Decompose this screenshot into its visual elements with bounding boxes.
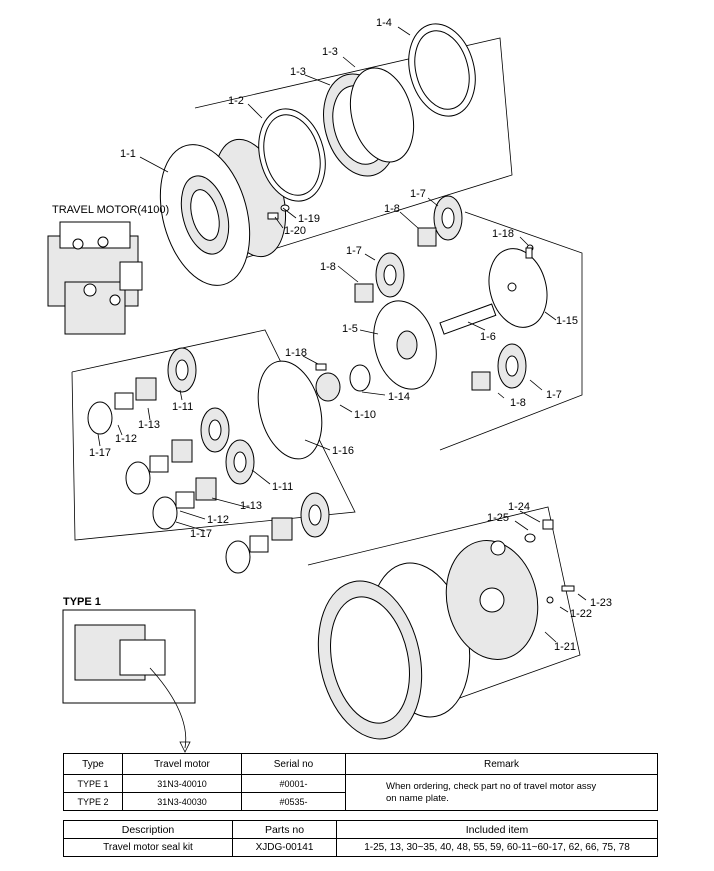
serial-cell: #0001- bbox=[241, 774, 346, 793]
part-label: 1-13 bbox=[240, 500, 262, 512]
part-label: 1-1 bbox=[120, 148, 136, 160]
bearing-1-3 bbox=[323, 67, 415, 177]
type-table-header: Serial no bbox=[241, 753, 346, 775]
part-label: 1-13 bbox=[138, 419, 160, 431]
part-label: 1-15 bbox=[556, 315, 578, 327]
part-label: 1-21 bbox=[554, 641, 576, 653]
kit-parts-no-cell: XJDG-00141 bbox=[232, 838, 337, 857]
leader-lines bbox=[97, 26, 587, 643]
part-label: 1-24 bbox=[508, 501, 530, 513]
middle-group-frame bbox=[439, 211, 583, 451]
part-label: 1-3 bbox=[290, 66, 306, 78]
type-cell: TYPE 1 bbox=[63, 774, 123, 793]
remark-line: on name plate. bbox=[386, 792, 449, 804]
part-label: 1-17 bbox=[89, 447, 111, 459]
type1-inset bbox=[62, 609, 196, 753]
kit-table-header: Parts no bbox=[232, 820, 337, 839]
part-label: 1-11 bbox=[172, 401, 193, 413]
part-label: 1-18 bbox=[285, 347, 307, 359]
motor-cell: 31N3-40010 bbox=[122, 774, 242, 793]
type-table: Type Travel motor Serial no Remark TYPE … bbox=[63, 753, 658, 811]
kit-table-header: Description bbox=[63, 820, 233, 839]
part-label: 1-8 bbox=[320, 261, 336, 273]
remark-line: When ordering, check part no of travel m… bbox=[386, 780, 597, 792]
part-label: 1-11 bbox=[272, 481, 293, 493]
type-cell: TYPE 2 bbox=[63, 792, 123, 811]
part-label: 1-14 bbox=[388, 391, 410, 403]
part-label: 1-16 bbox=[332, 445, 354, 457]
part-label: 1-8 bbox=[384, 203, 400, 215]
part-label: 1-7 bbox=[346, 245, 362, 257]
type-table-header: Type bbox=[63, 753, 123, 775]
part-label: 1-20 bbox=[284, 225, 306, 237]
part-label: 1-2 bbox=[228, 95, 244, 107]
gear-set-middle bbox=[354, 195, 548, 391]
part-label: 1-19 bbox=[298, 213, 320, 225]
part-label: 1-7 bbox=[410, 188, 426, 200]
motor-cell: 31N3-40030 bbox=[122, 792, 242, 811]
kit-included-cell: 1-25, 13, 30~35, 40, 48, 55, 59, 60-11~6… bbox=[336, 838, 658, 857]
part-label: 1-12 bbox=[207, 514, 229, 526]
remark-cell: When ordering, check part no of travel m… bbox=[345, 774, 658, 811]
part-label: 1-12 bbox=[115, 433, 137, 445]
type-table-header: Travel motor bbox=[122, 753, 242, 775]
type1-caption: TYPE 1 bbox=[63, 596, 101, 608]
travel-motor-caption: TRAVEL MOTOR(4100) bbox=[52, 204, 169, 216]
part-label: 1-3 bbox=[322, 46, 338, 58]
part-label: 1-4 bbox=[376, 17, 392, 29]
part-label: 1-6 bbox=[480, 331, 496, 343]
part-label: 1-10 bbox=[354, 409, 376, 421]
left-group-frame bbox=[71, 329, 356, 541]
seal-kit-table: Description Parts no Included item Trave… bbox=[63, 820, 658, 857]
kit-table-header: Included item bbox=[336, 820, 658, 839]
part-label: 1-18 bbox=[492, 228, 514, 240]
part-label: 1-8 bbox=[510, 397, 526, 409]
part-label: 1-5 bbox=[342, 323, 358, 335]
gear-set-left bbox=[87, 347, 371, 574]
pins-1-19-1-20 bbox=[267, 204, 290, 220]
part-label: 1-25 bbox=[487, 512, 509, 524]
type-table-header: Remark bbox=[345, 753, 658, 775]
part-label: 1-23 bbox=[590, 597, 612, 609]
bottom-group-frame bbox=[307, 506, 581, 706]
part-label: 1-22 bbox=[570, 608, 592, 620]
ring-1-2 bbox=[258, 108, 326, 202]
ring-1-4 bbox=[408, 23, 476, 117]
part-label: 1-17 bbox=[190, 528, 212, 540]
serial-cell: #0535- bbox=[241, 792, 346, 811]
drum-1-21 bbox=[317, 519, 575, 740]
kit-description-cell: Travel motor seal kit bbox=[63, 838, 233, 857]
top-group-frame bbox=[194, 37, 513, 263]
travel-motor-sketch bbox=[47, 221, 143, 335]
part-label: 1-7 bbox=[546, 389, 562, 401]
